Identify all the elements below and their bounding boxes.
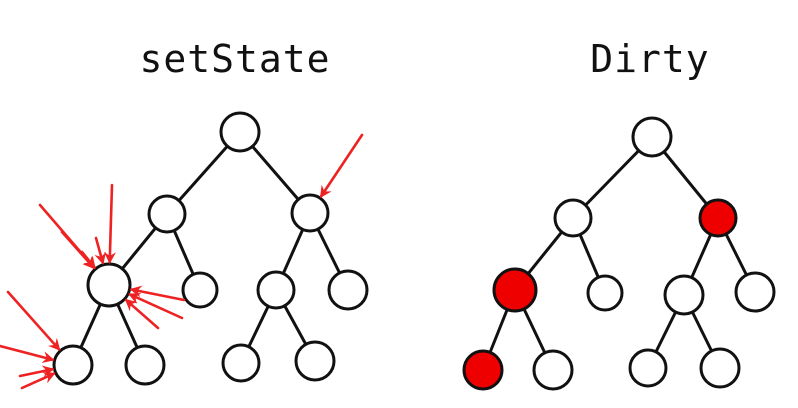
- tree-node: [221, 343, 261, 383]
- tree-node: [327, 269, 369, 311]
- setstate-arrow: [20, 372, 56, 390]
- tree-node: [663, 274, 705, 316]
- tree-node: [147, 194, 187, 234]
- dirty-tree-node: [698, 198, 738, 238]
- dirty-title: Dirty: [590, 37, 709, 81]
- dirty-panel: Dirty: [462, 37, 776, 391]
- tree-node: [290, 193, 330, 233]
- dirty-tree-node: [462, 349, 504, 391]
- setstate-arrow: [18, 365, 55, 378]
- tree-edges: [481, 135, 757, 372]
- tree-node: [294, 340, 336, 382]
- setstate-panel: setState: [0, 37, 369, 390]
- tree-node: [124, 344, 166, 386]
- setstate-arrow: [128, 293, 184, 320]
- tree-node: [219, 111, 261, 153]
- setstate-arrow: [94, 236, 106, 265]
- setstate-arrow: [80, 250, 96, 269]
- setstate-title: setState: [139, 37, 330, 81]
- tree-node: [256, 270, 296, 310]
- tree-nodes: [52, 111, 369, 386]
- tree-node: [734, 271, 776, 313]
- tree-node: [181, 271, 219, 309]
- dirty-tree-node: [492, 267, 538, 313]
- setstate-arrow: [0, 344, 55, 363]
- setstate-arrow: [129, 285, 186, 302]
- tree-node: [52, 344, 94, 386]
- tree-node: [699, 347, 741, 389]
- tree-node: [532, 349, 574, 391]
- tree-node: [586, 274, 624, 312]
- setstate-arrow: [319, 133, 364, 199]
- tree-node: [553, 198, 593, 238]
- tree-edges: [71, 130, 350, 367]
- setstate-arrow: [124, 298, 160, 330]
- setstate-arrow: [103, 183, 116, 265]
- setstate-arrows: [0, 133, 364, 390]
- setstate-arrow: [6, 290, 61, 351]
- tree-node: [631, 116, 673, 158]
- tree-nodes: [462, 116, 776, 391]
- tree-node: [86, 262, 132, 308]
- tree-node: [628, 348, 668, 388]
